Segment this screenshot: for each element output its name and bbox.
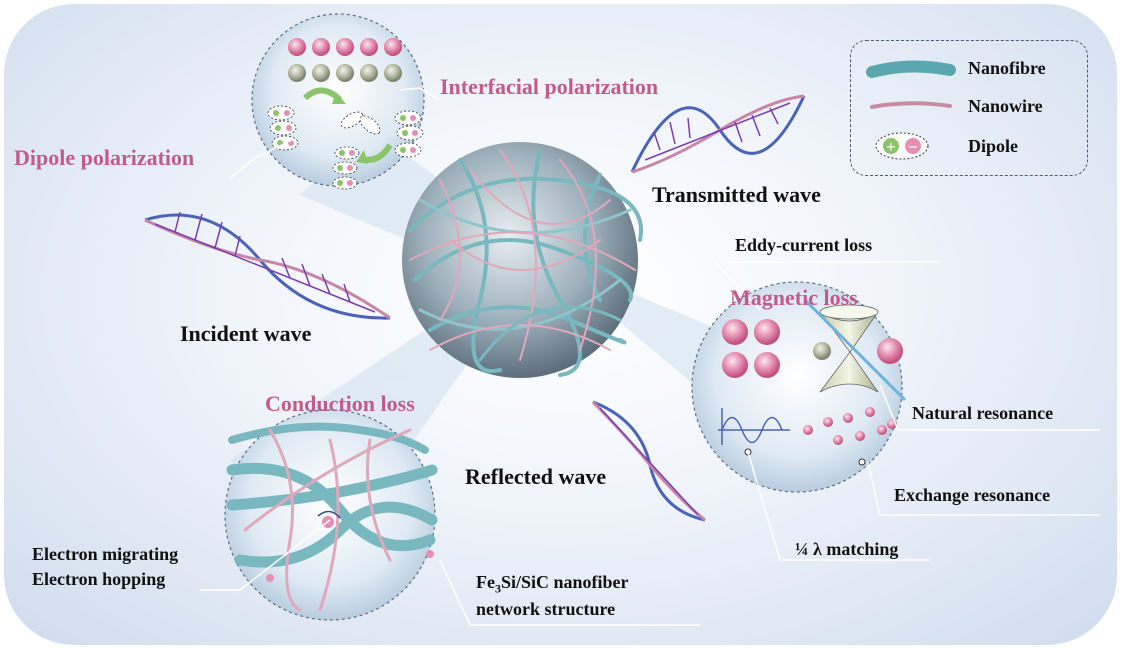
eddy-current-loss-label: Eddy-current loss bbox=[735, 235, 873, 255]
natural-resonance-label: Natural resonance bbox=[912, 403, 1054, 423]
exchange-spin-chain bbox=[803, 407, 897, 445]
legend-nanofibre-label: Nanofibre bbox=[968, 58, 1046, 78]
reflected-wave bbox=[591, 400, 706, 522]
nanowire-icon bbox=[870, 101, 952, 109]
network-structure-subscript: 3 bbox=[494, 581, 501, 596]
legend-box bbox=[850, 40, 1088, 176]
svg-text:+: + bbox=[886, 140, 897, 155]
legend-icons: + − bbox=[866, 60, 956, 160]
transmitted-wave bbox=[630, 94, 806, 174]
network-structure-label-line2: network structure bbox=[476, 599, 616, 619]
leader-lines bbox=[200, 87, 1100, 626]
magnetic-loss-bubble bbox=[691, 281, 907, 493]
exchange-resonance-label: Exchange resonance bbox=[894, 485, 1051, 505]
conduction-loss-bubble bbox=[224, 409, 438, 621]
dipole-cluster-right bbox=[394, 110, 424, 158]
legend-nanowire-label: Nanowire bbox=[968, 96, 1043, 116]
electron-hopping-label: Electron hopping bbox=[32, 569, 166, 589]
interfacial-polarization-label: Interfacial polarization bbox=[440, 74, 659, 99]
svg-text:−: − bbox=[908, 140, 919, 155]
incident-wave bbox=[144, 211, 391, 320]
network-structure-rest: Si/SiC nanofiber bbox=[500, 572, 629, 592]
interface-charge-row-pink bbox=[288, 38, 402, 56]
network-structure-fe: Fe bbox=[476, 572, 495, 592]
magnetic-loss-label: Magnetic loss bbox=[730, 285, 858, 310]
polarization-bubble bbox=[251, 13, 425, 190]
nanofiber-network-sphere bbox=[402, 142, 643, 378]
incident-wave-label: Incident wave bbox=[180, 321, 312, 346]
quarter-lambda-matching-label: ¼ λ matching bbox=[795, 539, 899, 559]
legend-dipole-label: Dipole bbox=[968, 136, 1019, 156]
interface-charge-row-grey bbox=[288, 64, 402, 82]
dipole-dots bbox=[273, 110, 418, 186]
reflected-wave-label: Reflected wave bbox=[465, 464, 607, 489]
nanofibre-icon bbox=[866, 60, 956, 78]
conduction-loss-label: Conduction loss bbox=[265, 391, 415, 416]
sine-axes bbox=[718, 408, 790, 445]
network-structure-label-line1: Fe3Si/SiC nanofiber bbox=[476, 573, 629, 595]
transmitted-wave-label: Transmitted wave bbox=[652, 182, 821, 207]
precession-cone bbox=[819, 311, 879, 393]
dipole-cluster-mid bbox=[332, 111, 381, 190]
dipole-polarization-label: Dipole polarization bbox=[14, 145, 195, 170]
electron-migrating-label: Electron migrating bbox=[32, 544, 179, 564]
